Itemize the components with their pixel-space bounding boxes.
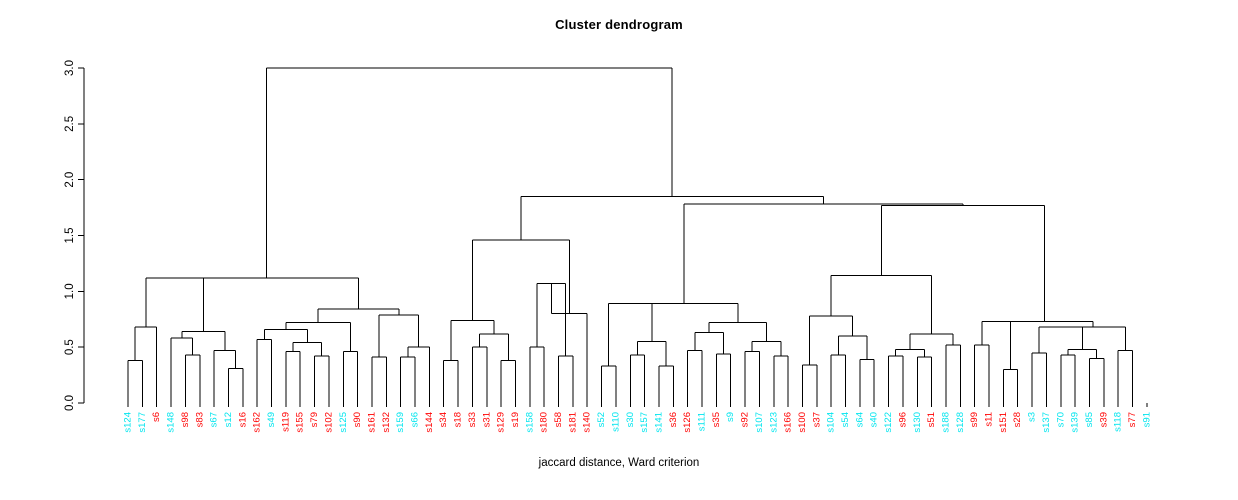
leaf-label: s161 — [366, 412, 377, 433]
leaf-label: s40 — [869, 412, 880, 427]
leaf-label: s52 — [596, 412, 607, 427]
leaf-label: s141 — [653, 412, 664, 433]
leaf-label: s34 — [438, 412, 449, 427]
leaf-label: s124 — [123, 412, 134, 433]
y-axis-tick-label: 2.5 — [64, 116, 76, 132]
leaf-label: s181 — [567, 412, 578, 433]
leaf-label: s125 — [338, 412, 349, 433]
leaf-label: s39 — [1098, 412, 1109, 427]
leaf-label: s83 — [194, 412, 205, 427]
leaf-label: s37 — [811, 412, 822, 427]
leaf-label: s110 — [610, 412, 621, 432]
leaf-label: s102 — [323, 412, 334, 433]
leaf-label: s31 — [481, 412, 492, 427]
x-axis-caption: jaccard distance, Ward criterion — [538, 457, 700, 469]
leaf-label: s49 — [266, 412, 277, 427]
y-axis-tick-label: 2.0 — [64, 172, 76, 188]
leaf-label: s90 — [352, 412, 363, 427]
leaf-label: s157 — [639, 412, 650, 433]
leaf-label: s58 — [553, 412, 564, 427]
leaf-label: s118 — [1113, 412, 1124, 432]
leaf-label: s28 — [1012, 412, 1023, 427]
leaf-label: s162 — [252, 412, 263, 433]
leaf-label: s129 — [496, 412, 507, 433]
leaf-label: s122 — [883, 412, 894, 433]
leaf-label: s139 — [1070, 412, 1081, 433]
dendrogram-links — [127, 67, 1133, 403]
leaf-label: s92 — [740, 412, 751, 427]
leaf-label: s99 — [969, 412, 980, 427]
leaf-label: s36 — [668, 412, 679, 427]
leaf-label: s16 — [237, 412, 248, 427]
leaf-label: s100 — [797, 412, 808, 433]
leaf-label: s11 — [984, 412, 995, 427]
leaf-label: s35 — [711, 412, 722, 427]
leaf-label: s6 — [151, 412, 162, 422]
leaf-label: s64 — [854, 412, 865, 427]
leaf-label: s104 — [826, 412, 837, 433]
leaf-label: s107 — [754, 412, 765, 433]
page-title: Cluster dendrogram — [555, 17, 683, 32]
leaf-label: s3 — [1027, 412, 1038, 422]
y-axis-tick-label: 0.0 — [64, 395, 76, 411]
leaf-label: s66 — [410, 412, 421, 427]
leaf-label: s144 — [424, 412, 435, 433]
y-axis-tick-label: 1.0 — [64, 283, 76, 299]
leaf-label: s19 — [510, 412, 521, 427]
leaf-label: s96 — [897, 412, 908, 427]
leaf-label: s166 — [783, 412, 794, 433]
leaf-label: s158 — [524, 412, 535, 433]
leaf-label: s128 — [955, 412, 966, 433]
leaf-label: s132 — [381, 412, 392, 433]
y-axis-tick-label: 0.5 — [64, 339, 76, 355]
leaf-label: s159 — [395, 412, 406, 433]
leaf-label: s51 — [926, 412, 937, 427]
leaf-label: s79 — [309, 412, 320, 427]
leaf-label: s177 — [137, 412, 148, 433]
leaf-label: s33 — [467, 412, 478, 427]
leaf-label: s70 — [1055, 412, 1066, 427]
leaf-label: s188 — [940, 412, 951, 433]
leaf-label: s155 — [295, 412, 306, 433]
leaf-label: s180 — [539, 412, 550, 433]
leaf-label: s130 — [912, 412, 923, 433]
leaf-label: s54 — [840, 412, 851, 427]
leaf-label: s18 — [453, 412, 464, 427]
y-axis-tick-label: 3.0 — [64, 60, 76, 76]
leaf-label: s123 — [768, 412, 779, 433]
leaf-label: s137 — [1041, 412, 1052, 433]
leaf-label: s119 — [280, 412, 291, 432]
leaf-label: s91 — [1141, 412, 1152, 427]
leaf-label: s85 — [1084, 412, 1095, 427]
leaf-label: s12 — [223, 412, 234, 427]
y-axis-tick-label: 1.5 — [64, 228, 76, 244]
leaf-label: s140 — [582, 412, 593, 433]
leaf-label: s67 — [209, 412, 220, 427]
leaf-label: s98 — [180, 412, 191, 427]
leaf-label: s77 — [1127, 412, 1138, 427]
leaf-label: s30 — [625, 412, 636, 427]
leaf-label: s148 — [166, 412, 177, 433]
y-axis: 0.0 0.5 1.0 1.5 2.0 2.5 3.0 — [64, 60, 85, 411]
leaf-label: s126 — [682, 412, 693, 433]
leaf-label: s9 — [725, 412, 736, 422]
leaf-label: s151 — [998, 412, 1009, 433]
leaf-label: s111 — [697, 412, 708, 431]
